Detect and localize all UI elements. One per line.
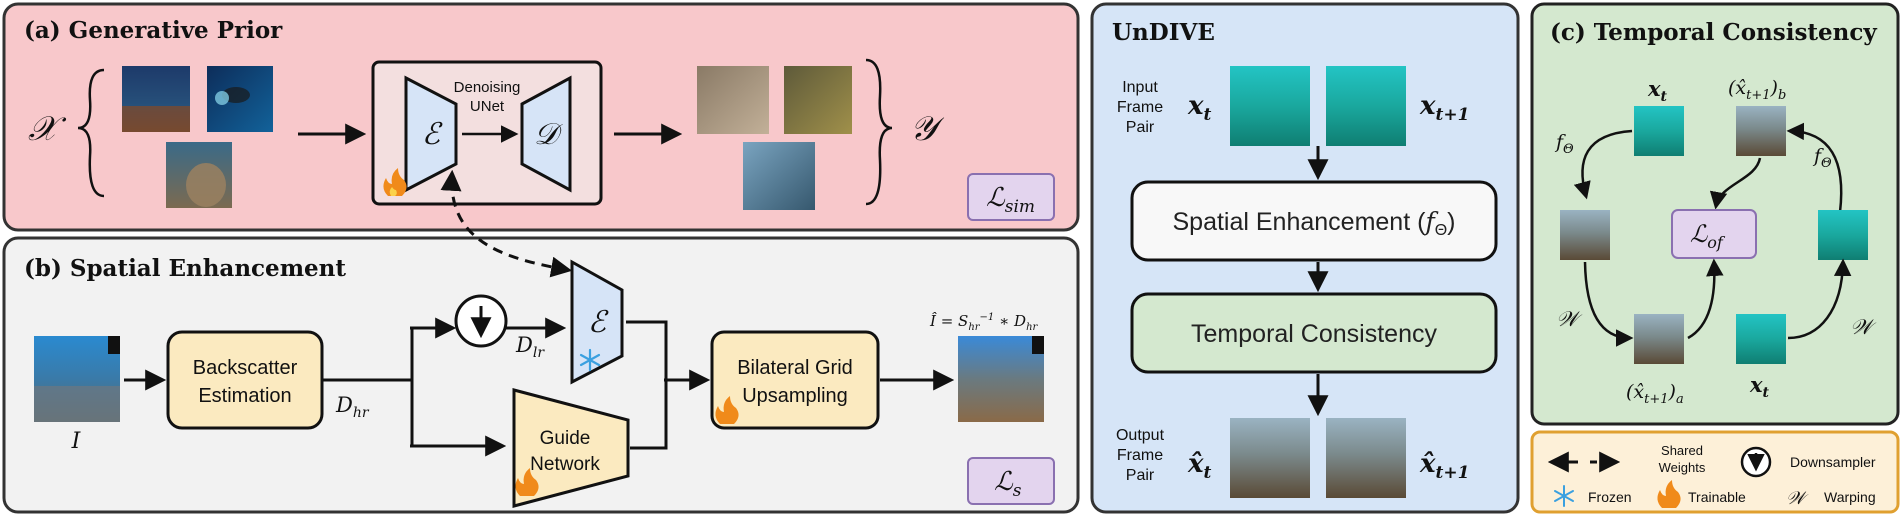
output-label-3: Pair [1126,467,1155,484]
spatial-close: ) [1447,208,1455,236]
loss-s-symbol: ℒ [994,467,1014,497]
frozen-encoder-block: ℰ [570,259,624,385]
left-brace [77,68,105,198]
undive-x-t1: xt+1 [1419,91,1469,125]
input-image-label: I [71,429,82,454]
svg-text:ℒsim: ℒsim [986,183,1035,217]
legend-warping: Warping [1824,489,1876,505]
guide-label-1: Guide [540,428,591,449]
input-label-2: Frame [1117,99,1163,116]
undive-x-t: xt [1187,91,1212,125]
frozen-encoder-symbol: ℰ [588,305,609,340]
d-lr-label: Dlr [515,333,545,361]
guide-network-block: Guide Network [512,388,630,508]
c-x-t-top: xt [1647,76,1668,105]
spatial-f-sub: Θ [1435,222,1447,239]
unet-label-1: Denoising [454,79,521,96]
temporal-label: Temporal Consistency [1191,320,1437,348]
undive-title: UnDIVE [1112,19,1215,46]
bilateral-label-2: Upsampling [742,385,848,407]
backscatter-estimation-block: Backscatter Estimation [166,330,324,430]
c-frame-xt-bottom [1736,314,1786,364]
spatial-f: f [1423,207,1438,236]
clear-photo-2 [784,66,852,134]
panel-a-title: (a) Generative Prior [24,17,283,44]
output-frame-t1 [1326,418,1406,498]
legend-downsampler: Downsampler [1790,454,1876,470]
legend-shared-1: Shared [1661,443,1703,458]
unet-encoder [404,75,458,193]
snowflake-icon [579,348,601,372]
temporal-consistency-block: Temporal Consistency [1130,292,1498,374]
clear-photo-1 [697,66,769,134]
input-label-3: Pair [1126,119,1155,136]
output-formula: Î = Shr−1 ∗ Dhr [929,312,1039,333]
legend: Shared Weights Downsampler Frozen Traina… [1530,430,1900,514]
bilateral-label-1: Bilateral Grid [737,357,853,379]
c-xa-label: (x̂t+1)a [1626,381,1684,407]
legend-frozen: Frozen [1588,489,1632,505]
input-frame-t [1230,66,1310,146]
loss-s-sub: s [1013,481,1022,501]
panel-generative-prior: (a) Generative Prior 𝒳 Denoising UNet ℰ … [2,2,1080,232]
legend-snowflake-icon [1554,485,1574,507]
c-f-right: fΘ [1812,145,1832,171]
legend-trainable: Trainable [1688,489,1746,505]
svg-text:ℒs: ℒs [994,467,1022,501]
c-frame-left [1560,210,1610,260]
legend-fire-icon [1657,480,1681,508]
underwater-images [122,66,273,208]
backscatter-label-1: Backscatter [193,357,298,379]
unet-encoder-symbol: ℰ [422,117,443,152]
guide-label-2: Network [530,454,600,475]
panel-c-title: (c) Temporal Consistency [1550,19,1877,46]
input-label-1: Input [1122,79,1158,96]
svg-text:Spatial Enhancement (fΘ): Spatial Enhancement (fΘ) [1173,207,1456,239]
unet-label-2: UNet [470,98,505,115]
undive-xhat-t1: x̂t+1 [1419,449,1469,483]
legend-warping-symbol: 𝒲 [1786,488,1809,509]
output-label-1: Output [1116,427,1165,444]
legend-downsampler-icon [1740,446,1772,478]
c-xb-label: (x̂t+1)b [1728,77,1786,103]
svg-text:ℒof: ℒof [1690,220,1726,252]
c-x-t-bottom: xt [1749,372,1770,401]
spatial-label: Spatial Enhancement ( [1173,208,1427,236]
fire-icon-bilateral [715,396,739,424]
spatial-enhancement-block: Spatial Enhancement (fΘ) [1130,180,1498,262]
c-frame-xb [1736,106,1786,156]
panel-b-title: (b) Spatial Enhancement [24,255,346,282]
undive-xhat-t: x̂t [1187,449,1212,483]
shared-weights-arrow [440,169,573,278]
loss-sim-box: ℒsim [967,173,1055,221]
legend-shared-2: Weights [1659,460,1706,475]
downsampler-icon [454,294,508,348]
c-frame-xa [1634,314,1684,364]
c-f-left: fΘ [1554,131,1574,157]
c-frame-xt-top [1634,106,1684,156]
c-frame-right [1818,210,1868,260]
panel-spatial-enhancement: (b) Spatial Enhancement I Backscatter Es… [2,169,1080,514]
output-frame-t [1230,418,1310,498]
right-brace [865,58,893,206]
input-frame-t1 [1326,66,1406,146]
c-loss-of-box: ℒof [1671,209,1757,259]
loss-sim-sub: sim [1005,197,1035,217]
clear-photo-3 [743,142,815,210]
d-hr-label: Dhr [335,393,370,421]
loss-sim-symbol: ℒ [986,183,1006,213]
output-label-2: Frame [1117,447,1163,464]
fire-icon [383,168,407,196]
clear-images [697,66,852,210]
denoising-unet-block: Denoising UNet ℰ 𝒟 [371,60,603,206]
panel-temporal-consistency: (c) Temporal Consistency xt (x̂t+1)b fΘ … [1530,2,1900,426]
output-image [958,336,1044,422]
loss-s-box: ℒs [967,457,1055,505]
fire-icon-guide [515,468,539,496]
panel-undive: UnDIVE Input Frame Pair xt xt+1 Spatial … [1090,2,1520,514]
backscatter-label-2: Estimation [198,385,291,407]
bilateral-grid-block: Bilateral Grid Upsampling [710,330,880,430]
